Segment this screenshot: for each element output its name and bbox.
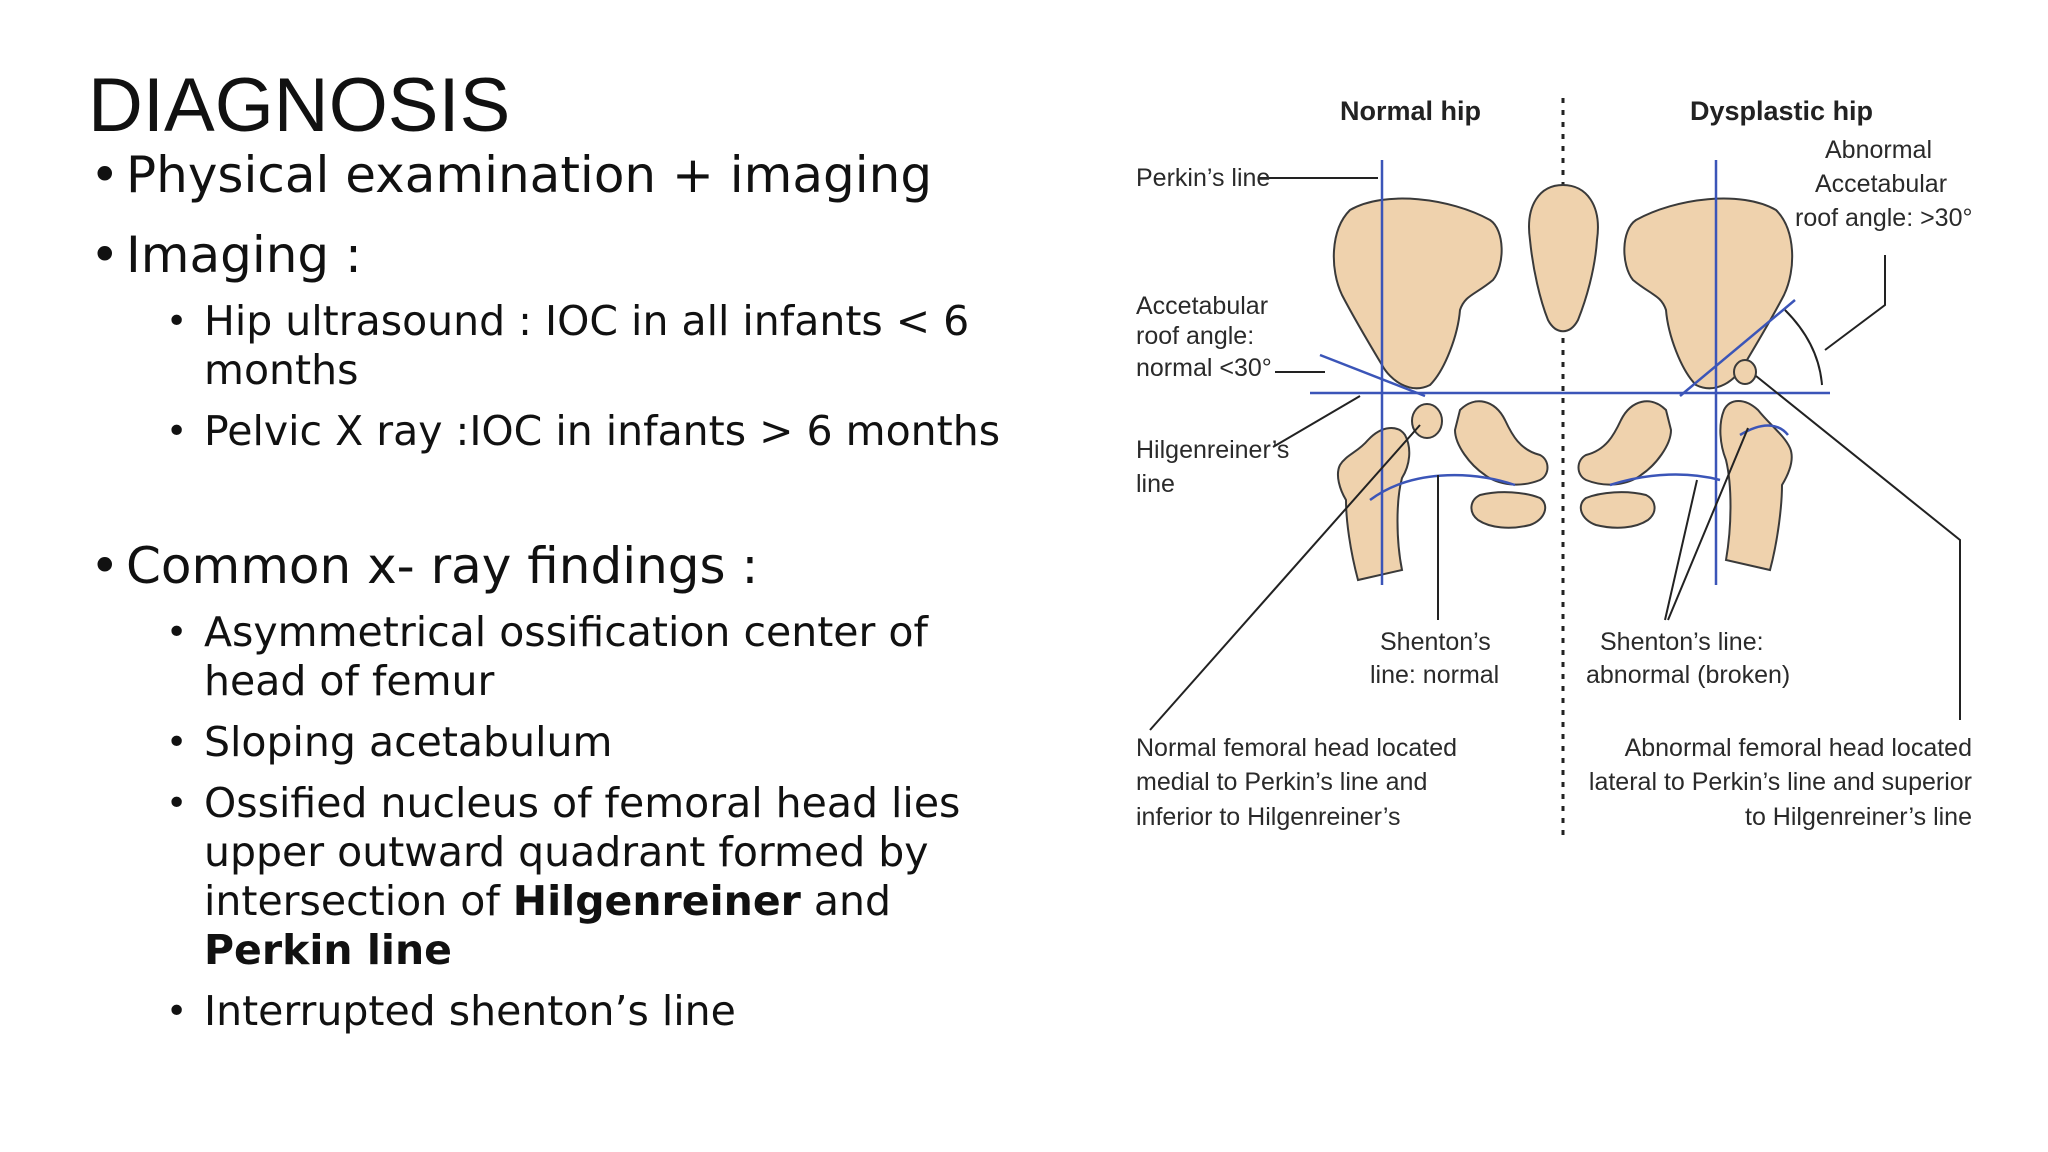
sub-bullet-text: Ossified nucleus of femoral head lies up… <box>204 779 960 974</box>
label-accetabular-1: Accetabular <box>1136 292 1268 320</box>
sub-bullet-text: Interrupted shenton’s line <box>204 987 736 1035</box>
sub-bullet-item: • Interrupted shenton’s line <box>166 987 1040 1036</box>
bullet-item: • Physical examination + imaging <box>90 145 1040 205</box>
bullet-text: Imaging : <box>126 226 362 284</box>
acetabular-roof-line-right <box>1679 299 1796 397</box>
bullet-glyph: • <box>166 612 188 653</box>
bullet-glyph: • <box>166 411 188 452</box>
bullet-glyph: • <box>166 991 188 1032</box>
hip-diagram: Normal hip Dysplastic hip <box>1120 80 1980 850</box>
bullet-item: • Common x- ray findings : • Asymmetrica… <box>90 536 1040 1036</box>
bullet-text: Common x- ray findings : <box>126 537 759 595</box>
label-abnormal-2: Accetabular <box>1815 170 1947 198</box>
heading-normal-hip: Normal hip <box>1340 96 1481 126</box>
bullet-glyph: • <box>90 226 120 284</box>
leader-shenton-abn-2 <box>1667 427 1749 621</box>
leader-shenton-abn-1 <box>1664 479 1698 621</box>
label-shenton-abn-2: abnormal (broken) <box>1586 661 1790 689</box>
bullet-glyph: • <box>166 722 188 763</box>
label-shenton-normal-2: line: normal <box>1370 661 1499 689</box>
label-normal-head-2: medial to Perkin’s line and <box>1136 768 1427 796</box>
label-hilgenreiner-1: Hilgenreiner’s <box>1136 436 1289 464</box>
label-abn-head-2: lateral to Perkin’s line and superior <box>1589 768 1972 796</box>
label-abn-head-1: Abnormal femoral head located <box>1625 734 1972 762</box>
shentons-arc-left <box>1369 473 1516 502</box>
sub-bullet-text-prefix: Ossified nucleus of femoral head lies up… <box>204 779 961 925</box>
angle-arc-right <box>1784 309 1823 386</box>
right-ischium-bone <box>1579 491 1656 529</box>
left-ilium-bone <box>1332 197 1503 390</box>
sub-bullet-text: Asymmetrical ossification center of head… <box>204 608 928 705</box>
leader-hilgenreiner <box>1272 395 1361 448</box>
left-pubis-bone <box>1453 400 1549 486</box>
sub-bullet-text-middle: and <box>800 877 892 925</box>
heading-dysplastic-hip: Dysplastic hip <box>1690 96 1873 126</box>
sub-bullet-item: • Asymmetrical ossification center of he… <box>166 608 1040 706</box>
bullet-list: • Physical examination + imaging • Imagi… <box>90 145 1040 1036</box>
slide-title: DIAGNOSIS <box>88 63 511 148</box>
label-abnormal-1: Abnormal <box>1825 136 1932 164</box>
right-femur-bone <box>1719 400 1793 572</box>
leader-abnormal-head <box>1755 375 1961 720</box>
label-normal-head-1: Normal femoral head located <box>1136 734 1457 762</box>
right-ilium-bone <box>1623 197 1794 390</box>
label-perkins-line: Perkin’s line <box>1136 164 1270 192</box>
bullet-glyph: • <box>90 537 120 595</box>
left-femoral-head-nucleus <box>1411 403 1443 439</box>
label-accetabular-3: normal <30° <box>1136 354 1272 382</box>
left-ischium-bone <box>1470 491 1547 529</box>
leader-normal-head <box>1149 424 1421 731</box>
sub-bullet-item: • Pelvic X ray :IOC in infants > 6 month… <box>166 407 1040 456</box>
sacrum-bone <box>1528 183 1599 333</box>
bullet-glyph: • <box>166 301 188 342</box>
label-abn-head-3: to Hilgenreiner’s line <box>1745 803 1972 831</box>
sub-bullet-item: • Hip ultrasound : IOC in all infants < … <box>166 297 1040 395</box>
bullet-text: Physical examination + imaging <box>126 146 933 204</box>
acetabular-roof-line-left <box>1319 353 1426 398</box>
left-femur-bone <box>1336 427 1411 582</box>
label-shenton-abn-1: Shenton’s line: <box>1600 628 1764 656</box>
right-pubis-bone <box>1577 400 1673 486</box>
sub-bullet-list: • Hip ultrasound : IOC in all infants < … <box>126 297 1040 456</box>
sub-bullet-list: • Asymmetrical ossification center of he… <box>126 608 1040 1036</box>
sub-bullet-text: Hip ultrasound : IOC in all infants < 6 … <box>204 297 970 394</box>
label-normal-head-3: inferior to Hilgenreiner’s <box>1136 803 1400 831</box>
bullet-item: • Imaging : • Hip ultrasound : IOC in al… <box>90 225 1040 456</box>
sub-bullet-text: Sloping acetabulum <box>204 718 613 766</box>
leader-abnormal-angle <box>1824 255 1886 351</box>
hip-diagram-svg: Normal hip Dysplastic hip <box>1136 96 1973 835</box>
sub-bullet-item: • Sloping acetabulum <box>166 718 1040 767</box>
hilgenreiner-bold: Hilgenreiner <box>512 877 801 925</box>
bullet-glyph: • <box>166 783 188 824</box>
label-accetabular-2: roof angle: <box>1136 322 1254 350</box>
perkin-line-bold: Perkin line <box>204 926 452 974</box>
sub-bullet-item: • Ossified nucleus of femoral head lies … <box>166 779 1040 975</box>
right-femoral-head-nucleus <box>1733 359 1757 385</box>
label-abnormal-3: roof angle: >30° <box>1795 204 1973 232</box>
shentons-arc-right <box>1609 473 1721 487</box>
bullet-glyph: • <box>90 146 120 204</box>
sub-bullet-text: Pelvic X ray :IOC in infants > 6 months <box>204 407 1001 455</box>
label-shenton-normal-1: Shenton’s <box>1380 628 1491 656</box>
label-hilgenreiner-2: line <box>1136 470 1175 498</box>
